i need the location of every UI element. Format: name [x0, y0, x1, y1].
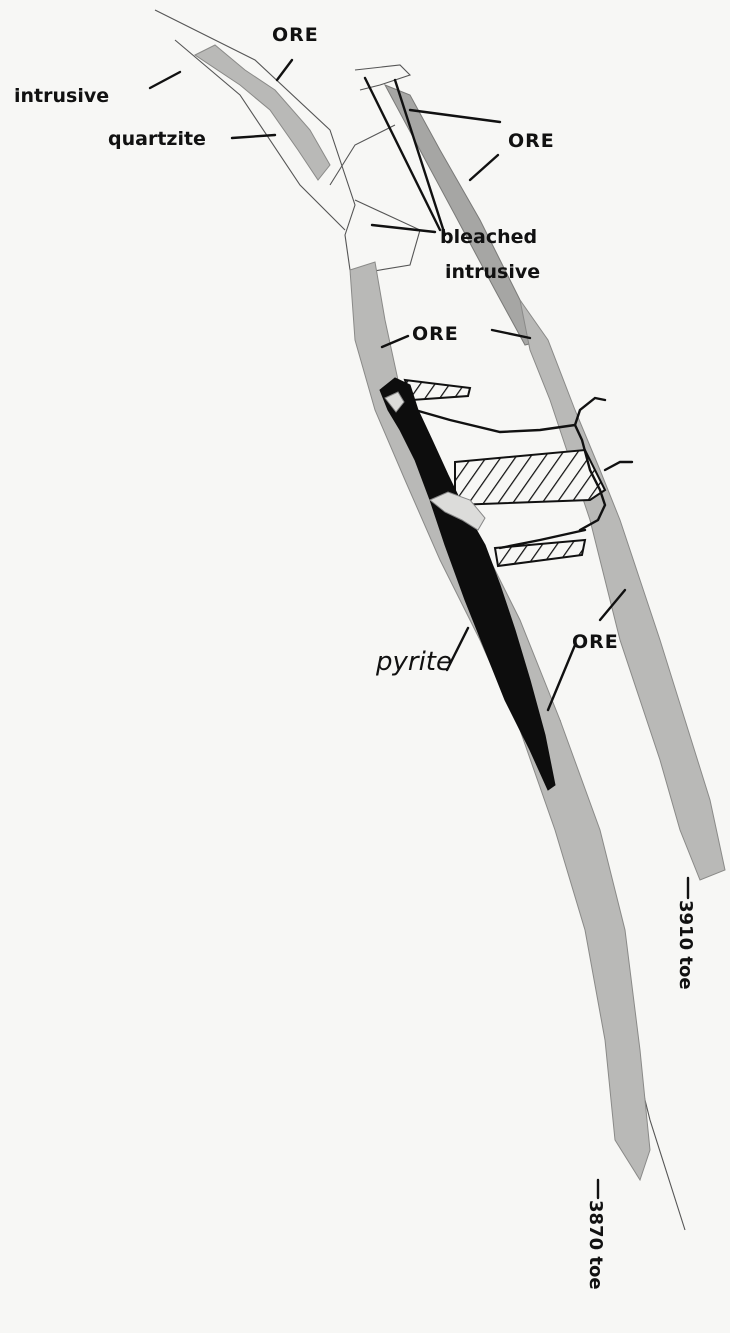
- label-ore-top-left: ORE: [272, 24, 319, 46]
- label-intrusive-bleached: intrusive: [445, 261, 540, 283]
- label-3910-toe: 3910 toe: [675, 900, 696, 990]
- label-intrusive: intrusive: [14, 85, 109, 107]
- label-quartzite: quartzite: [108, 128, 206, 150]
- ore-band-upper-left: [195, 45, 330, 180]
- pyrite-body: [380, 378, 555, 790]
- label-pyrite: pyrite: [375, 647, 452, 677]
- label-3870-toe: 3870 toe: [585, 1200, 606, 1290]
- label-bleached: bleached: [440, 226, 537, 248]
- hatched-zone-lower: [495, 540, 585, 566]
- label-ore-top-right: ORE: [508, 130, 555, 152]
- hatched-zone-middle: [455, 450, 605, 505]
- hatched-zone-upper: [405, 380, 470, 400]
- label-ore-lower: ORE: [572, 631, 619, 653]
- label-ore-middle: ORE: [412, 323, 459, 345]
